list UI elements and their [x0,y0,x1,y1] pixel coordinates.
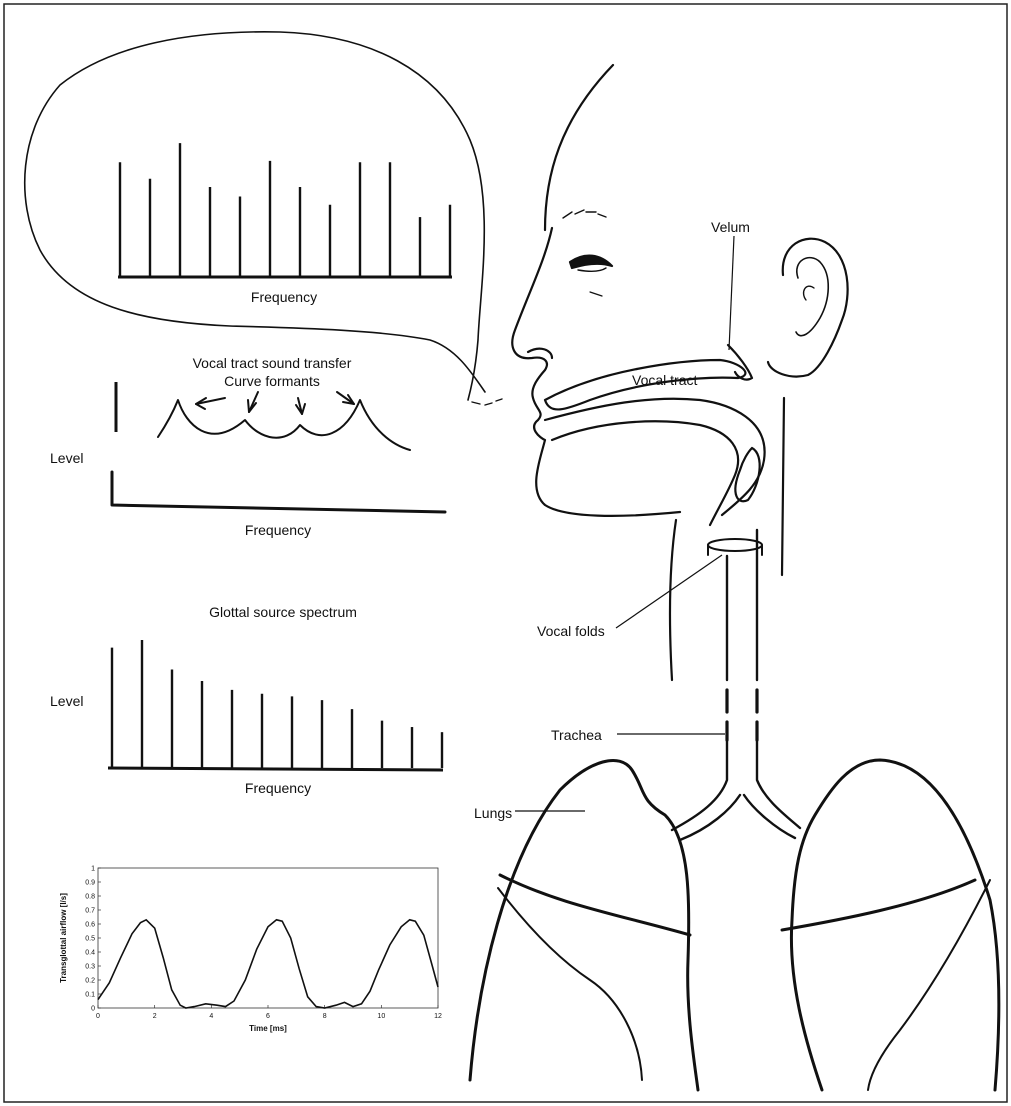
transfer-curve-axes [112,472,445,512]
y-tick-label: 0.1 [85,992,95,999]
oral-cavity [545,399,765,515]
y-tick-label: 0.9 [85,880,95,887]
leader-lines [515,236,734,811]
x-tick-label: 12 [434,1013,442,1020]
x-tick-label: 2 [153,1013,157,1020]
ear [768,239,848,377]
formant-arrows [196,392,354,414]
output-spectrum-xlabel: Frequency [251,289,317,305]
y-tick-label: 0.7 [85,908,95,915]
bronchi [672,740,800,840]
nostril [528,349,552,358]
airflow-plot-frame [98,868,438,1008]
airflow-plot-xlabel: Time [ms] [249,1024,287,1033]
right-lung [791,760,999,1090]
x-tick-label: 0 [96,1013,100,1020]
glottal-spectrum-title: Glottal source spectrum [209,604,357,620]
transfer-curve-line [158,400,410,450]
right-lung-fissure [782,880,975,930]
x-tick-label: 10 [377,1013,385,1020]
transfer-curve-xlabel: Frequency [245,522,311,538]
glottal-spectrum-panel: Glottal source spectrum Level Frequency [50,604,443,796]
y-tick-label: 0 [91,1006,95,1013]
y-tick-label: 0.2 [85,978,95,985]
airflow-plot-ylabel: Transglottal airflow [l/s] [59,893,68,983]
y-tick-label: 0.8 [85,894,95,901]
glottal-spectrum-ylabel: Level [50,693,83,709]
transfer-curve-title-line2: Curve formants [224,373,320,389]
neck-front [670,520,676,680]
x-tick-label: 8 [323,1013,327,1020]
x-tick-label: 4 [209,1013,213,1020]
label-vocal-folds: Vocal folds [537,623,605,639]
transfer-curve-ylabel: Level [50,450,83,466]
glottal-spectrum-baseline [108,768,443,770]
neck-back [782,398,784,575]
transfer-curve-panel: Vocal tract sound transfer Curve formant… [50,355,445,538]
brow [563,210,606,218]
airflow-plot: 0 2 4 6 8 10 12 0 0.1 0.2 0.3 0.4 0.5 0.6 0.7 0.8 0.9 1 T… [59,866,442,1034]
y-tick-label: 0.6 [85,922,95,929]
glottal-spectrum-xlabel: Frequency [245,780,311,796]
label-velum: Velum [711,219,750,235]
vocal-folds-shape [708,539,762,551]
tongue [552,421,738,525]
speech-bubble [25,32,502,405]
y-tick-label: 0.3 [85,964,95,971]
back-of-head [545,65,613,230]
label-vocal-tract: Vocal tract [632,372,697,388]
label-trachea: Trachea [551,727,602,743]
x-tick-label: 6 [266,1013,270,1020]
transfer-curve-title-line1: Vocal tract sound transfer [193,355,352,371]
glottal-spectrum-bars [112,640,442,768]
label-lungs: Lungs [474,805,512,821]
eye [570,256,612,268]
output-spectrum-bars [120,143,450,276]
right-lung-lower-fissure [868,880,990,1090]
output-spectrum: Frequency [118,143,452,305]
y-tick-label: 1 [91,866,95,873]
y-tick-label: 0.5 [85,936,95,943]
y-tick-label: 0.4 [85,950,95,957]
lungs [470,760,999,1090]
